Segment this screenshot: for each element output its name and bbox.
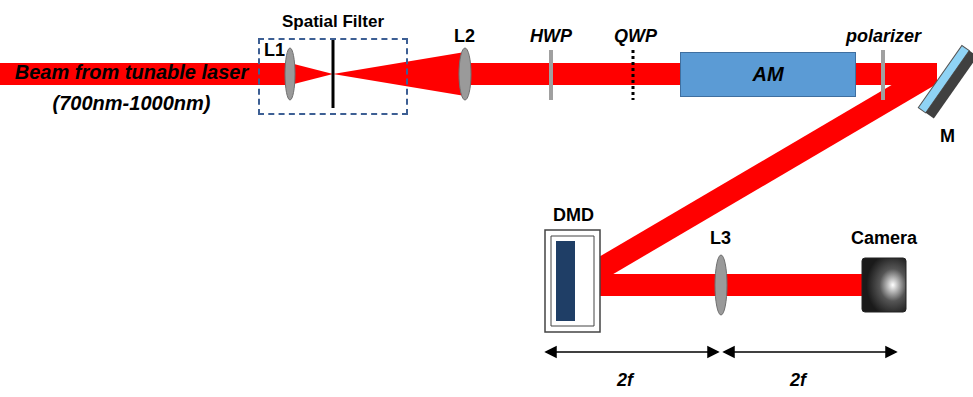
half-wave-plate: [549, 50, 553, 100]
distance-arrow: [546, 347, 896, 357]
beam-source-label: Beam from tunable laser (700nm-1000nm): [4, 57, 259, 119]
laser-beam: [333, 52, 465, 96]
laser-beam: [578, 74, 932, 282]
distance-label: 2f: [617, 370, 633, 391]
polarizer: [881, 50, 885, 100]
dmd-chip: [556, 241, 575, 321]
box-heading: Spatial Filter: [240, 12, 426, 32]
mirror: [918, 45, 973, 118]
laser-beam: [290, 63, 333, 85]
camera-label: Camera: [851, 228, 917, 249]
lens-label: L1: [264, 40, 285, 61]
waveplate-label: QWP: [614, 26, 657, 47]
dmd-frame: [545, 230, 600, 332]
lens: [285, 48, 295, 100]
camera-body: [862, 258, 906, 312]
polarizer-label: polarizer: [846, 26, 921, 47]
modulator-box: AM: [680, 52, 856, 97]
lens-label: L2: [454, 26, 475, 47]
lens: [715, 255, 727, 315]
quarter-wave-plate: [632, 50, 635, 100]
lens-label: L3: [710, 228, 731, 249]
dmd-label: DMD: [553, 205, 594, 226]
mirror-label: M: [940, 126, 955, 147]
dmd-frame: [551, 236, 594, 326]
waveplate-label: HWP: [530, 26, 572, 47]
lens: [459, 48, 471, 100]
pinhole: [332, 40, 335, 108]
box-text: AM: [681, 63, 855, 86]
distance-label: 2f: [790, 370, 806, 391]
